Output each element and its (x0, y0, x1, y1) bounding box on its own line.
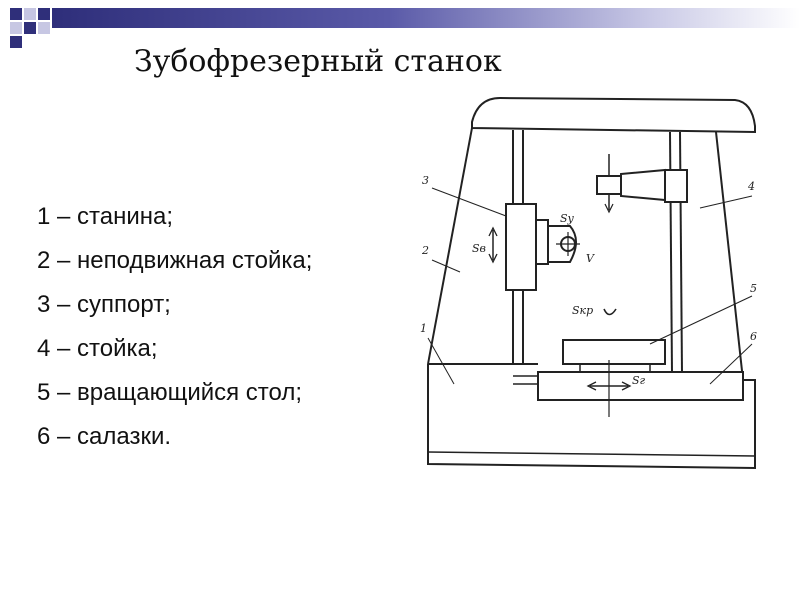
legend-item-1: 1 – станина; (37, 203, 174, 230)
decor-square (10, 36, 22, 48)
column-4-right (679, 131, 683, 375)
label-part-1: 1 (420, 322, 427, 335)
column-4-left (669, 131, 673, 375)
slide-title: Зубофрезерный станок (134, 44, 502, 79)
label-v: V (586, 252, 595, 265)
machine-base (427, 364, 756, 470)
machine-diagram: 3 2 1 4 5 6 Sу Sв V Sкр Sг (410, 92, 780, 477)
top-decoration-bar (52, 8, 800, 28)
label-sy: Sу (560, 212, 575, 225)
slide-carriage (537, 371, 744, 401)
label-part-2: 2 (421, 244, 429, 257)
skr-arc (603, 308, 617, 316)
decor-square (38, 8, 50, 20)
support-carriage (505, 203, 537, 291)
right-column (715, 131, 744, 381)
label-sv: Sв (472, 242, 486, 255)
cutter-head-block (664, 169, 688, 203)
legend-item-4: 4 – стойка; (37, 335, 158, 362)
parts-legend: 1 – станина; 2 – неподвижная стойка; 3 –… (30, 200, 360, 464)
decor-square (10, 22, 22, 34)
decor-square (24, 22, 36, 34)
label-skr: Sкр (572, 304, 593, 317)
legend-item-2: 2 – неподвижная стойка; (37, 247, 313, 274)
label-part-4: 4 (747, 180, 755, 193)
legend-item-6: 6 – салазки. (37, 423, 172, 450)
label-part-6: 6 (750, 330, 757, 343)
label-part-3: 3 (422, 174, 429, 187)
left-column (427, 127, 473, 365)
legend-item-5: 5 – вращающийся стол; (37, 379, 303, 406)
top-beam (471, 96, 756, 134)
decor-square (38, 22, 50, 34)
legend-item-3: 3 – суппорт; (37, 291, 171, 318)
decor-square (24, 8, 36, 20)
label-part-5: 5 (750, 282, 757, 295)
decor-square (10, 8, 22, 20)
label-sg: Sг (632, 374, 646, 387)
machine-diagram-svg: 3 2 1 4 5 6 Sу Sв V Sкр Sг (420, 96, 757, 470)
rotating-table (562, 339, 666, 365)
